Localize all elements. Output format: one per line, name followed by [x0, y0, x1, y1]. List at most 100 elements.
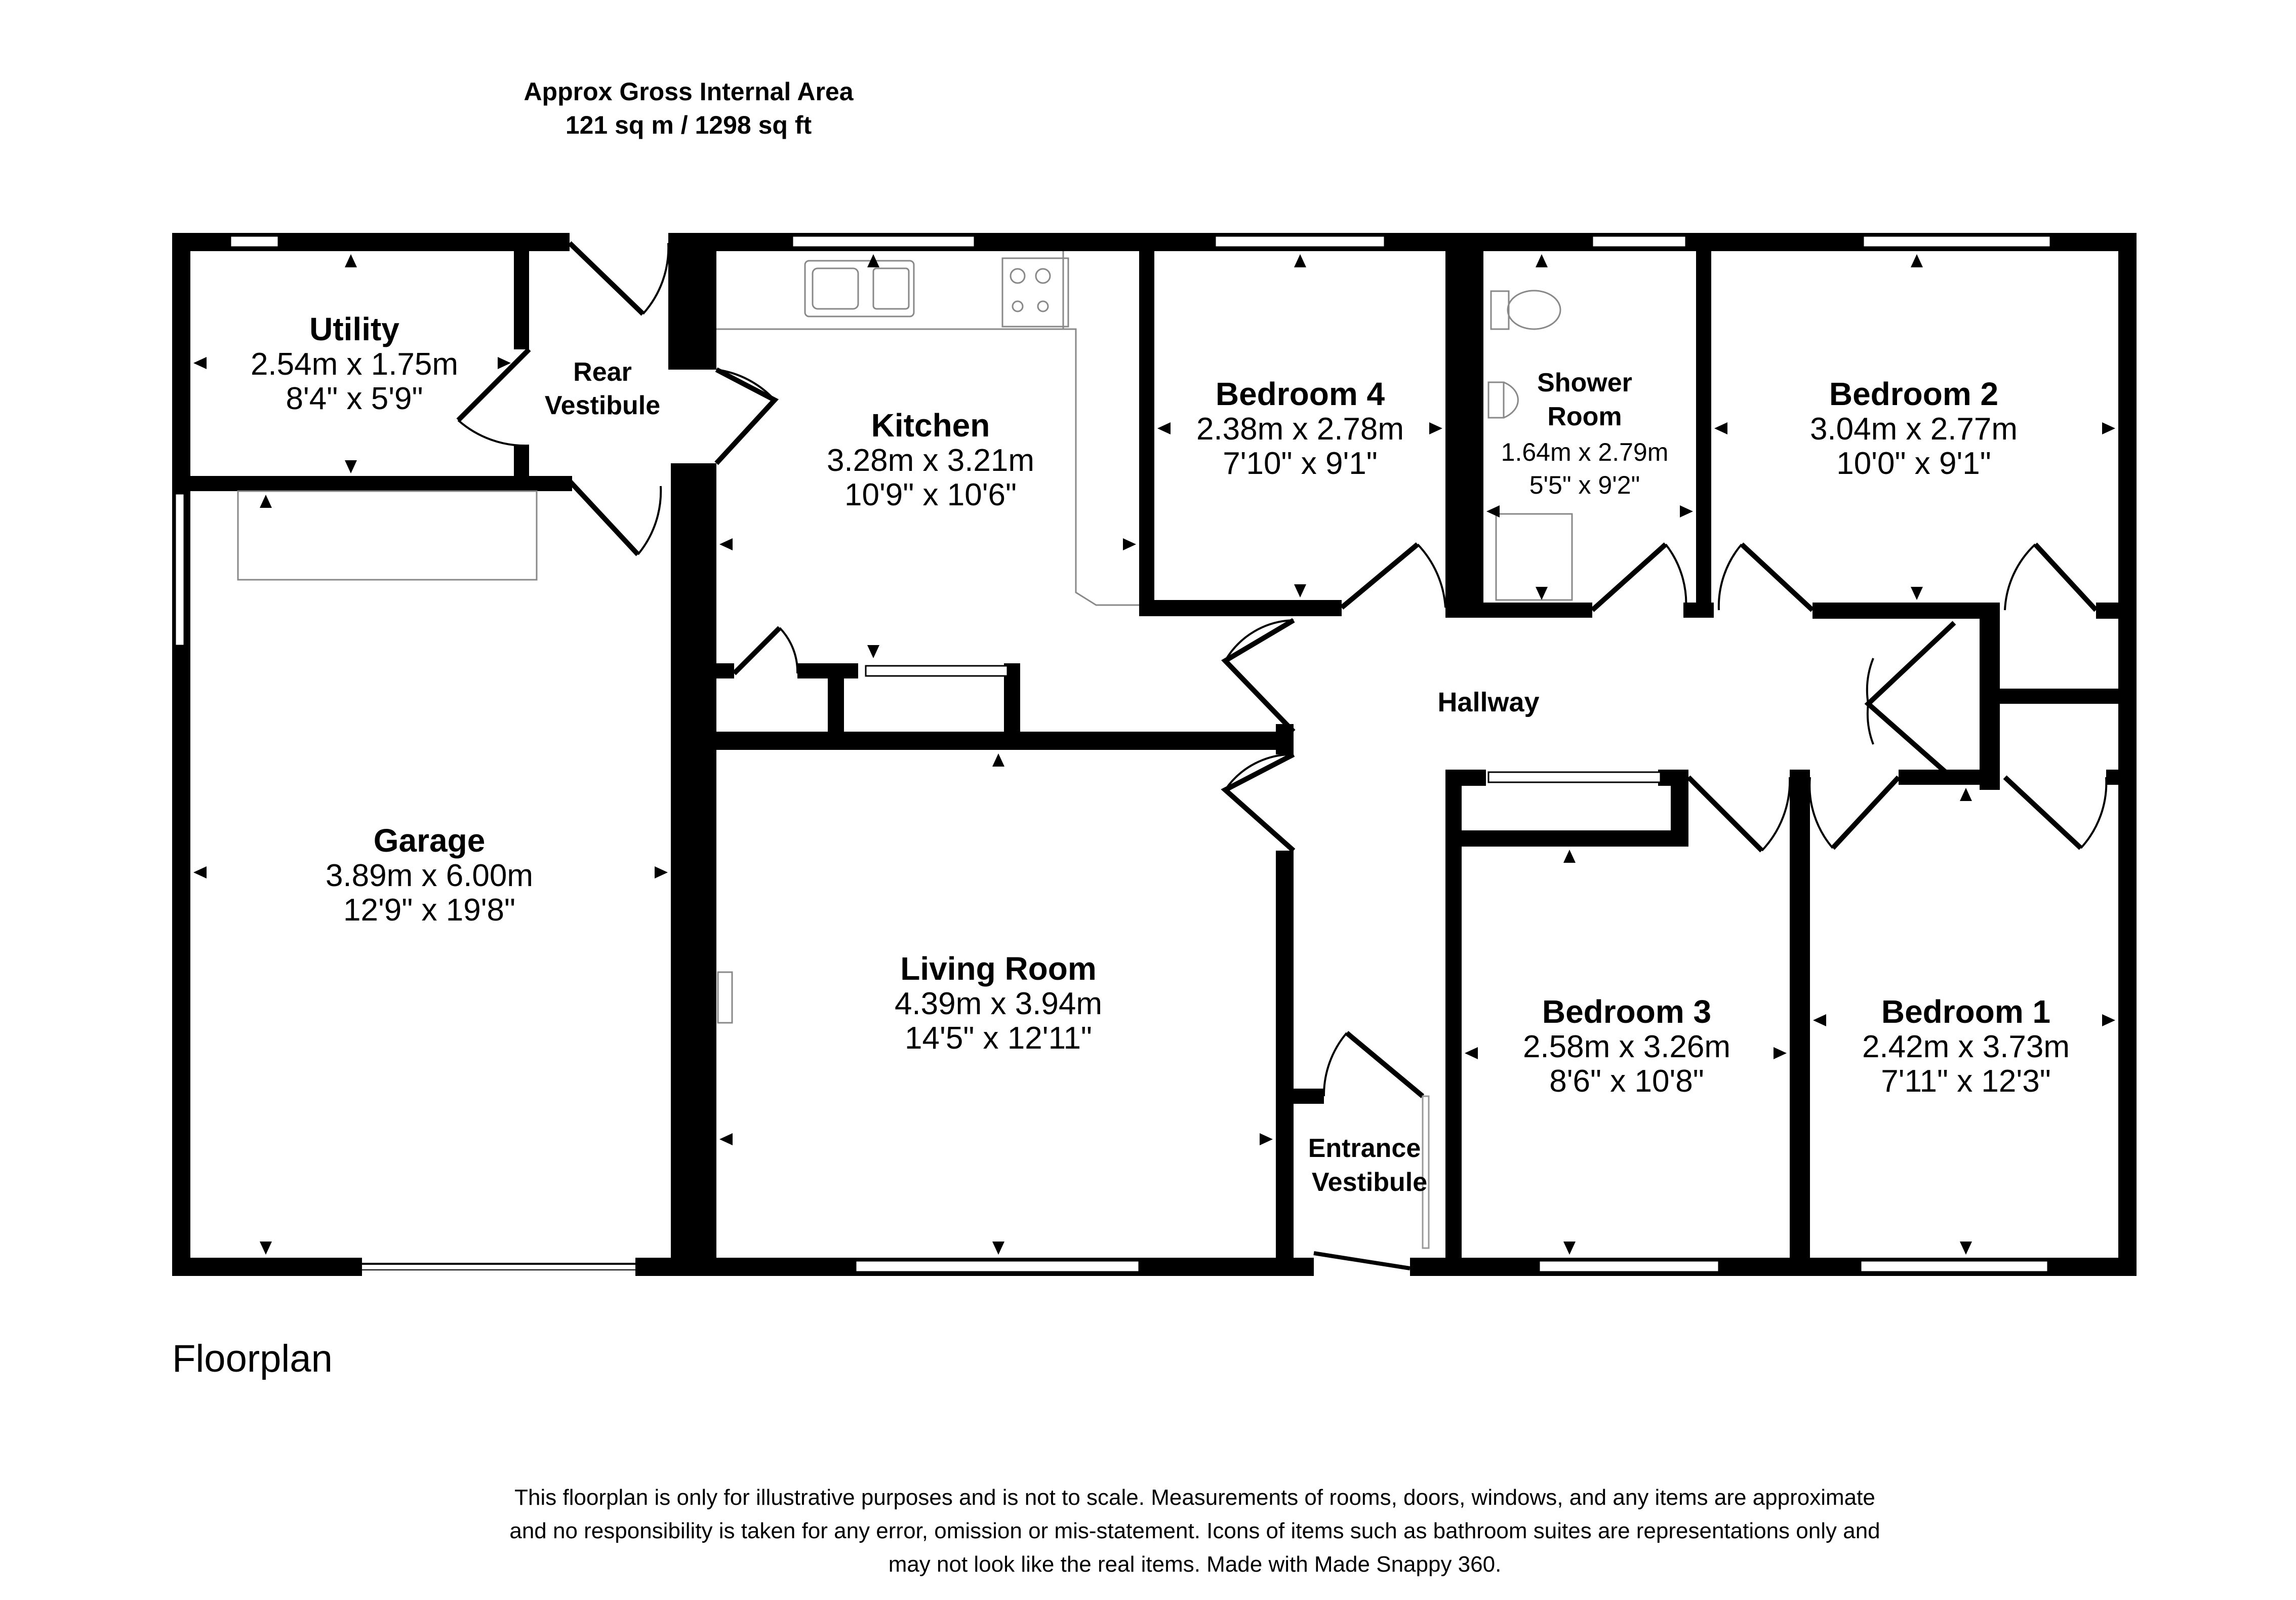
arrow-kitchen-left: [719, 538, 733, 550]
wall-utility-right-top: [514, 248, 529, 349]
wall-bed4-right: [1445, 233, 1483, 608]
door-pantry: [732, 626, 782, 675]
wall-bed2-bottom-a: [1812, 603, 2000, 619]
wall-bed2-bottom-b: [2096, 603, 2137, 619]
area-value: 121 sq m / 1298 sq ft: [565, 111, 812, 139]
bedroom3-name: Bedroom 3: [1542, 993, 1711, 1030]
wall-bed4-left: [1139, 233, 1154, 608]
window-pantry: [865, 665, 1009, 677]
window-bed4: [1214, 235, 1386, 248]
arrow-bed1-bot: [1960, 1242, 1972, 1255]
wall-entrance-top: [1276, 1089, 1324, 1104]
kitchen-sink-bowl1: [812, 267, 859, 310]
window-living: [855, 1260, 1140, 1273]
utility-imperial: 8'4" x 5'9": [286, 381, 423, 416]
wall-utility-right-bot: [514, 446, 529, 491]
disclaimer-line-1: This floorplan is only for illustrative …: [514, 1485, 1875, 1510]
disclaimer-line-3: may not look like the real items. Made w…: [888, 1552, 1502, 1577]
shower-metric: 1.64m x 2.79m: [1501, 438, 1669, 466]
wall-left: [172, 233, 190, 1276]
door-bed4: [1340, 542, 1420, 610]
arrow-living-left: [719, 1133, 733, 1145]
door-shower: [1590, 542, 1668, 612]
shower-imperial: 5'5" x 9'2": [1529, 471, 1640, 499]
door-bed4-arc: [1417, 543, 1446, 608]
wall-cupboard-mid: [1980, 689, 2137, 704]
arrow-living-top: [992, 753, 1004, 767]
arrow-utility-right: [498, 357, 511, 369]
door-front: [1313, 1251, 1411, 1270]
garage-storage-panel: [237, 490, 538, 581]
arrow-kitchen-bot: [867, 645, 879, 658]
wall-utility-garage: [172, 476, 572, 491]
hob-ring-2: [1035, 268, 1051, 284]
arrow-utility-left: [193, 357, 207, 369]
hallway-name: Hallway: [1437, 687, 1539, 717]
door-rear-kitchen-arc: [716, 369, 776, 401]
arrow-bed2-bot: [1911, 587, 1923, 600]
garage-metric: 3.89m x 6.00m: [326, 858, 533, 893]
rear-vestibule-line1: Rear: [573, 357, 632, 387]
arrow-bed4-right: [1429, 422, 1442, 434]
arrow-bed1-top: [1960, 788, 1972, 801]
door-rear-bottom-arc: [637, 486, 662, 555]
bedroom1-imperial: 7'11" x 12'3": [1881, 1064, 2050, 1099]
wall-bed3-left-low: [1445, 1089, 1462, 1276]
door-bed2-arc: [1717, 543, 1743, 611]
wall-shower-bottom-r: [1683, 603, 1714, 618]
window-bed2: [1862, 235, 2051, 248]
door-entrance-inner-arc: [1322, 1032, 1348, 1097]
arrow-bed3-top: [1563, 850, 1576, 863]
arrow-garage-bot: [260, 1242, 272, 1255]
kitchen-hob: [1001, 257, 1069, 328]
arrow-living-bot: [992, 1242, 1004, 1255]
bedroom1-metric: 2.42m x 3.73m: [1862, 1029, 2070, 1064]
garage-name: Garage: [374, 822, 486, 859]
bedroom4-metric: 2.38m x 2.78m: [1196, 412, 1404, 447]
wall-bottom-1: [172, 1258, 362, 1276]
door-bed2-cupboard-arc: [2004, 543, 2036, 611]
wall-bed3-robe-right: [1671, 770, 1688, 846]
floorplan-label: Floorplan: [172, 1337, 333, 1380]
arrow-bed1-left: [1813, 1014, 1826, 1026]
wall-cupboard-bottom-r: [2106, 770, 2137, 785]
door-bed3: [1686, 775, 1764, 853]
bedroom2-imperial: 10'0" x 9'1": [1836, 446, 1991, 481]
door-rear-kitchen: [714, 367, 779, 465]
wall-shower-right: [1696, 233, 1711, 618]
entrance-line2: Vestibule: [1312, 1168, 1427, 1197]
arrow-bed3-left: [1465, 1047, 1478, 1059]
door-hall-living: [1221, 752, 1296, 853]
door-hall-kitchen-arc: [1224, 619, 1294, 662]
shower-line2: Room: [1547, 402, 1622, 431]
door-entrance-inner: [1345, 1031, 1425, 1098]
door-rear-utility: [456, 347, 531, 422]
basin-bowl: [1503, 381, 1519, 419]
wall-right: [2118, 233, 2137, 1276]
doors: [456, 241, 2108, 1270]
kitchen-fixtures: [716, 251, 1139, 606]
window-utility: [229, 235, 279, 248]
door-shower-arc: [1665, 543, 1687, 611]
arrow-utility-top: [345, 254, 357, 267]
living-imperial: 14'5" x 12'11": [905, 1021, 1092, 1056]
door-bed1-cupboard: [2003, 775, 2083, 850]
wall-garage-kitchen-main: [671, 463, 716, 1276]
shower-line1: Shower: [1537, 368, 1632, 397]
disclaimer-line-2: and no responsibility is taken for any e…: [509, 1518, 1880, 1543]
bedroom4-imperial: 7'10" x 9'1": [1223, 446, 1378, 481]
area-summary: Approx Gross Internal Area 121 sq m / 12…: [233, 75, 1144, 142]
door-hall-living-arc: [1224, 753, 1294, 791]
wall-bed3-bed1: [1790, 770, 1810, 1276]
arrow-shower-bot: [1536, 587, 1548, 600]
kitchen-metric: 3.28m x 3.21m: [827, 443, 1034, 478]
arrow-garage-left: [193, 866, 207, 878]
bedroom3-imperial: 8'6" x 10'8": [1549, 1064, 1704, 1099]
window-bed3: [1538, 1260, 1720, 1273]
door-bed1-cupboard-arc: [2080, 777, 2108, 849]
arrow-kitchen-right: [1123, 538, 1136, 550]
window-shower: [1591, 235, 1687, 248]
door-bed3-arc: [1761, 777, 1791, 852]
door-rear-bottom: [568, 479, 640, 556]
arrow-bed2-left: [1714, 422, 1727, 434]
